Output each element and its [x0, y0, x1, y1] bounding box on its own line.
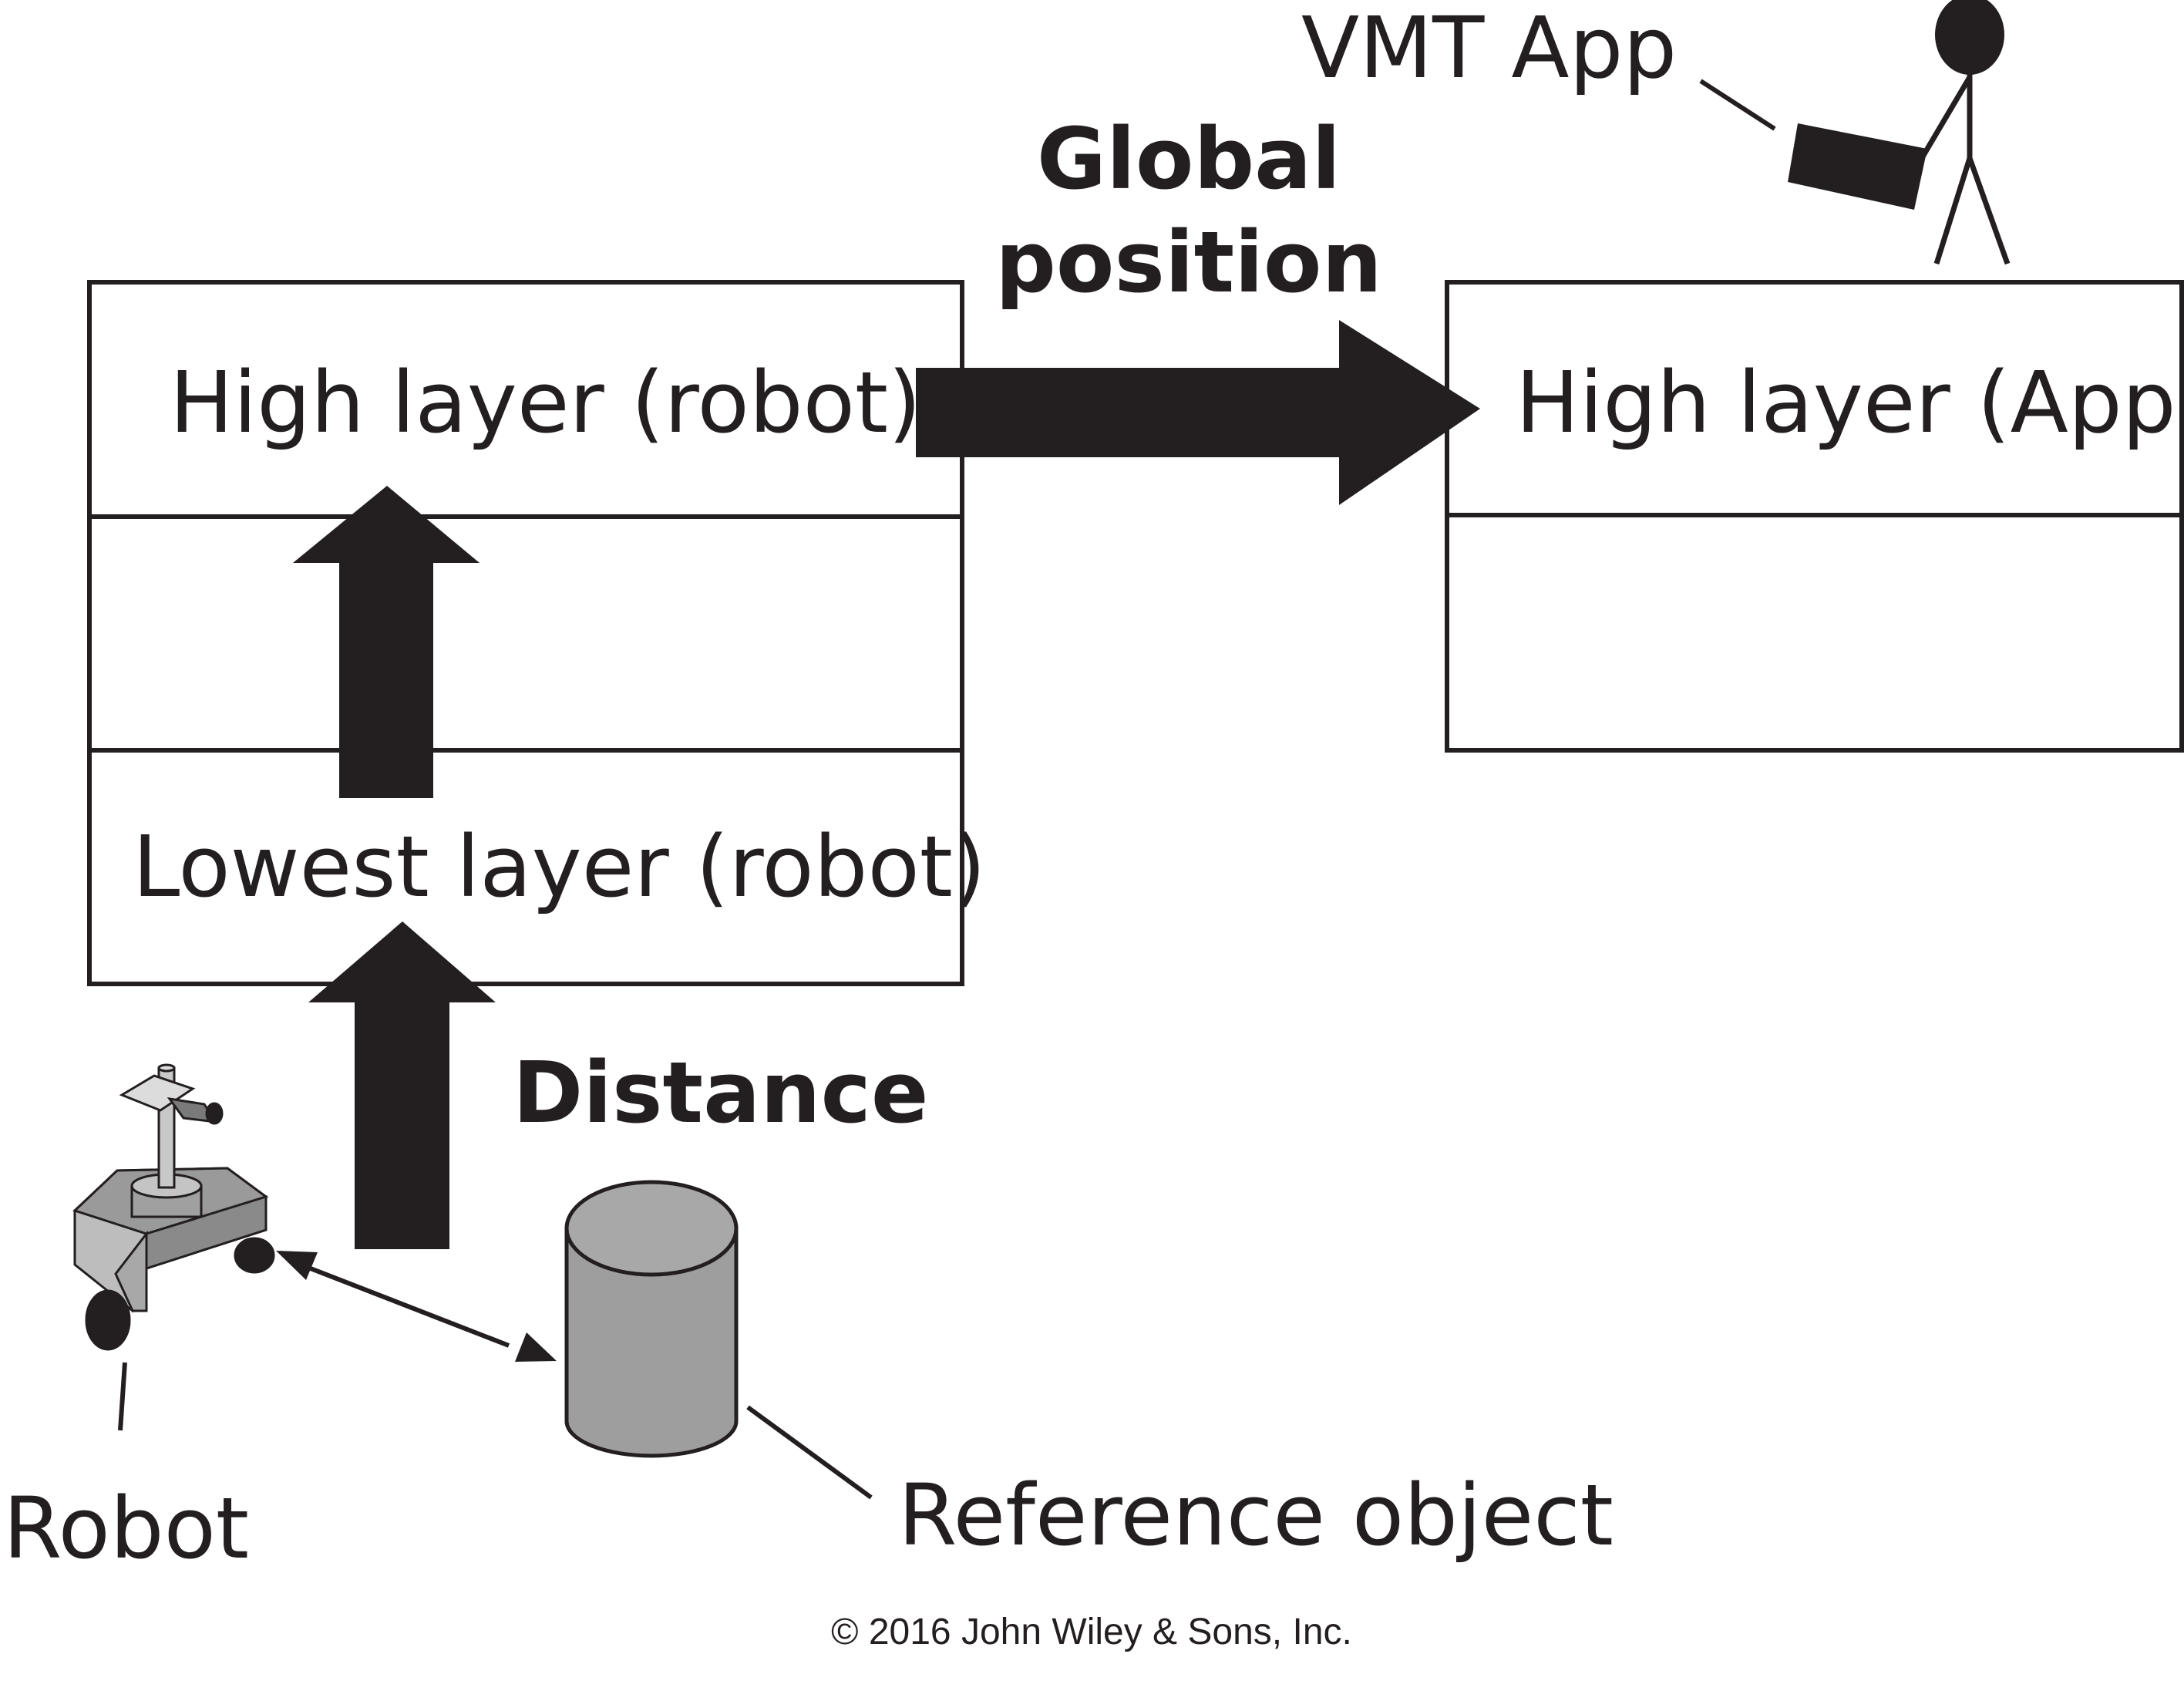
global-position-label-line1: Global: [1037, 109, 1341, 208]
internal-up-arrow: [293, 486, 480, 798]
tablet-device-icon: [1788, 123, 1927, 210]
robot-mast-top: [157, 1063, 176, 1073]
measurement-arrowhead-right: [515, 1332, 557, 1362]
reference-object-label: Reference object: [898, 1466, 1614, 1565]
robot-camera-lens: [205, 1102, 224, 1125]
robot-layer-stack: [87, 280, 964, 986]
vmt-app-label: VMT App: [1301, 0, 1677, 97]
person-arm: [1916, 76, 1973, 163]
high-layer-robot-label: High layer (robot): [170, 353, 921, 452]
robot-body-corner: [114, 1230, 148, 1312]
distance-up-arrow: [308, 921, 496, 1249]
vmt-app-person: [1916, 0, 2011, 265]
robot-leader-line: [118, 1362, 127, 1431]
reference-object-leader-line: [746, 1405, 873, 1500]
person-head-icon: [1935, 0, 2004, 75]
measurement-arrowhead-left: [276, 1251, 318, 1280]
person-right-leg: [1967, 157, 2011, 265]
measurement-arrow: [276, 1251, 557, 1362]
robot-stack-frame: [87, 280, 964, 986]
distance-label: Distance: [513, 1043, 928, 1142]
robot-camera-plate: [119, 1074, 196, 1112]
global-position-arrow: [916, 320, 1480, 505]
copyright-notice: © 2016 John Wiley & Sons, Inc.: [831, 1612, 1352, 1652]
high-layer-app-label: High layer (App): [1516, 353, 2184, 452]
robot-icon: [72, 1063, 275, 1351]
measurement-line: [299, 1262, 510, 1348]
cylinder-body: [564, 1226, 739, 1458]
vmt-app-leader-line: [1699, 79, 1776, 131]
cylinder-top: [564, 1180, 739, 1277]
robot-rear-wheel: [234, 1237, 275, 1274]
reference-object-icon: [564, 1180, 739, 1458]
app-layer-stack: [1445, 280, 2184, 753]
global-position-label-line2: position: [995, 213, 1382, 312]
lowest-layer-robot-label: Lowest layer (robot): [133, 817, 986, 916]
robot-label: Robot: [3, 1479, 249, 1578]
robot-front-wheel: [85, 1289, 131, 1351]
person-left-leg: [1933, 157, 1973, 265]
